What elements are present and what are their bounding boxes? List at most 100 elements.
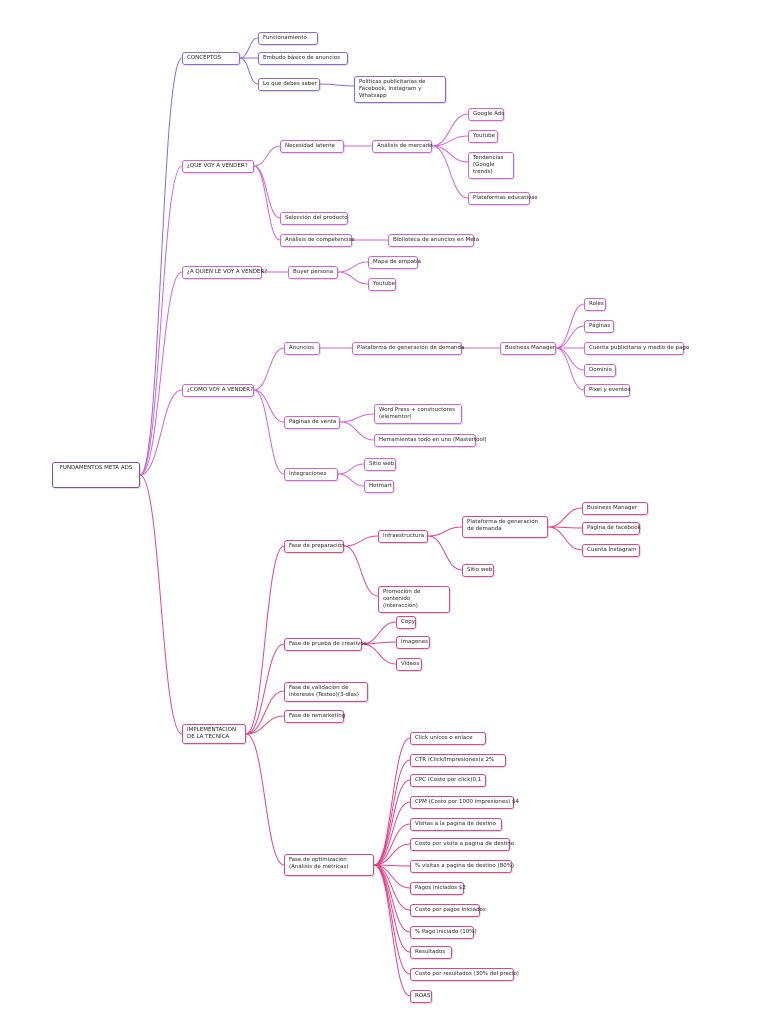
link-root-implementacion (139, 474, 183, 735)
node-m12[interactable]: Costo por resultados (30% del precio) (410, 968, 519, 981)
link-root-conceptos (139, 57, 183, 476)
node-m5[interactable]: Visitas a la pagina de destino (410, 818, 502, 831)
link-root-a_quien (139, 271, 183, 476)
node-anuncios[interactable]: Anuncios (284, 342, 320, 355)
link-que_vender-seleccion (253, 165, 281, 219)
node-pagina-fb[interactable]: Página de facebook (582, 522, 641, 535)
link-fase_prep-infraestructura (343, 535, 379, 547)
node-sitio-web2[interactable]: Sitio web (462, 564, 494, 577)
node-a-quien[interactable]: ¿A QUIEN LE VOY A VENDER? (182, 266, 267, 279)
node-youtube1[interactable]: Youtube (468, 130, 498, 143)
node-m2[interactable]: CTR (Click/Impresiones)x 2% (410, 754, 506, 767)
node-mapa-empatia[interactable]: Mapa de empatía (368, 256, 421, 269)
node-funcionamiento[interactable]: Funcionamiento (258, 32, 318, 45)
node-embudo[interactable]: Embudo básico de anuncios (258, 52, 348, 65)
link-buyer-youtube2 (337, 271, 369, 285)
node-integraciones[interactable]: Integraciones (284, 468, 338, 481)
node-debes-saber[interactable]: Lo que debes saber (258, 78, 320, 91)
node-m3[interactable]: CPC (Costo por click)0,1 (410, 774, 486, 787)
link-que_vender-competencias (253, 165, 281, 241)
node-hotmart[interactable]: Hotmart (364, 480, 394, 493)
link-root-que_vender (139, 165, 183, 476)
node-biblioteca[interactable]: Biblioteca de anuncios en Meta (388, 234, 479, 247)
node-business-mgr2[interactable]: Business Manager (582, 502, 648, 515)
node-implementacion[interactable]: IMPLEMENTACION DE LA TECNICA (182, 724, 246, 744)
node-como-vender[interactable]: ¿COMO VOY A VENDER? (182, 384, 254, 397)
node-copy[interactable]: Copy (396, 616, 416, 629)
link-que_vender-necesidad (253, 145, 281, 167)
node-roles[interactable]: Roles (584, 298, 606, 311)
node-dominio[interactable]: Dominio (584, 364, 616, 377)
node-google-ads[interactable]: Google Ads (468, 108, 504, 121)
node-fase-remarketing[interactable]: Fase de remarketing (284, 710, 345, 723)
node-paginas[interactable]: Páginas (584, 320, 614, 333)
node-m7[interactable]: % visitas a pagina de destino (80%) (410, 860, 514, 873)
node-sitio-web1[interactable]: Sitio web (364, 458, 396, 471)
node-competencias[interactable]: Análisis de competencias (280, 234, 355, 247)
node-pixel[interactable]: Pixel y eventos (584, 384, 630, 397)
node-m1[interactable]: Click unicos o enlace (410, 732, 486, 745)
link-implementacion-fase_remarketing (245, 715, 285, 735)
link-implementacion-fase_validacion (245, 690, 285, 735)
link-infraestructura-sitio_web2 (427, 535, 463, 571)
node-fase-prueba[interactable]: Fase de prueba de creativos (284, 638, 367, 651)
link-implementacion-fase_optimizacion (245, 733, 285, 866)
node-youtube2[interactable]: Youtube (368, 278, 396, 291)
node-conceptos[interactable]: CONCEPTOS (182, 52, 240, 65)
node-herramientas[interactable]: Herramientas todo en uno (Mastertool) (374, 434, 487, 447)
node-m9[interactable]: Costo por pagos iniciados (410, 904, 486, 917)
link-fase_optimizacion-m13 (373, 864, 411, 997)
node-m13[interactable]: ROAS (410, 990, 432, 1003)
node-fase-optimizacion[interactable]: Fase de optimización (Análisis de métric… (284, 854, 374, 876)
node-seleccion[interactable]: Selección del producto (280, 212, 348, 225)
node-plataforma-gen2[interactable]: Plataforma de generación de demanda (462, 516, 548, 538)
link-business_mgr-roles (555, 303, 585, 349)
node-root[interactable]: FUNDAMENTOS META ADS (52, 462, 140, 488)
node-que-vender[interactable]: ¿QUE VOY A VENDER? (182, 160, 254, 173)
node-analisis-mercado[interactable]: Análisis de mercado (372, 140, 432, 153)
link-buyer-mapa_empatia (337, 261, 369, 273)
node-videos[interactable]: Videos (396, 658, 422, 671)
link-root-como_vender (139, 389, 183, 476)
node-m8[interactable]: Pagos iniciados $2 (410, 882, 466, 895)
node-m4[interactable]: CPM (Costo por 1000 impresiones) $4 (410, 796, 519, 809)
link-fase_prueba-videos (361, 643, 397, 665)
node-m6[interactable]: Costo por visita a pagina de destino (410, 838, 514, 851)
link-como_vender-anuncios (253, 347, 285, 391)
node-politicas[interactable]: Políticas publicitarias de Facebook, Ins… (354, 76, 446, 103)
node-plataforma-gen[interactable]: Plataforma de generación de demanda (352, 342, 464, 355)
link-implementacion-fase_prep (245, 545, 285, 735)
node-promocion[interactable]: Promoción de contenido (interacción) (378, 586, 450, 613)
node-fase-prep[interactable]: Fase de preparación (284, 540, 345, 553)
link-paginas_venta-wordpress (339, 413, 375, 423)
node-imagenes[interactable]: Imagenes (396, 636, 430, 649)
node-infraestructura[interactable]: Infraestructura (378, 530, 428, 543)
link-fase_prueba-copy (361, 621, 397, 645)
link-fase_prep-promocion (343, 545, 379, 597)
node-paginas-venta[interactable]: Páginas de venta (284, 416, 340, 429)
link-analisis_mercado-youtube1 (431, 135, 469, 147)
link-fase_optimizacion-m5 (373, 823, 411, 866)
link-implementacion-fase_prueba (245, 643, 285, 735)
link-conceptos-debes_saber (239, 57, 259, 85)
link-fase_optimizacion-m1 (373, 737, 411, 866)
link-analisis_mercado-google_ads (431, 113, 469, 147)
node-business-mgr[interactable]: Business Manager (500, 342, 556, 355)
node-plataformas-edu[interactable]: Plataformas educativas (468, 192, 537, 205)
node-m10[interactable]: % Pago iniciado (10%) (410, 926, 477, 939)
link-infraestructura-plataforma_gen2 (427, 526, 463, 537)
node-necesidad[interactable]: Necesidad latente (280, 140, 344, 153)
node-fase-validacion[interactable]: Fase de validación de intereses (Testeo)… (284, 682, 368, 702)
node-cuenta-ig[interactable]: Cuenta Instagram (582, 544, 640, 557)
node-cuenta-pub[interactable]: Cuenta publicitaria y medio de pago (584, 342, 689, 355)
node-m11[interactable]: Resultados (410, 946, 452, 959)
link-como_vender-paginas_venta (253, 389, 285, 423)
node-buyer[interactable]: Buyer persona (288, 266, 338, 279)
link-fase_optimizacion-m2 (373, 759, 411, 866)
node-tendencias[interactable]: Tendencias (Google trends) (468, 152, 514, 179)
link-paginas_venta-herramientas (339, 421, 375, 441)
link-analisis_mercado-plataformas_edu (431, 145, 469, 199)
node-wordpress[interactable]: Word Press + constructores (elementor) (374, 404, 462, 424)
link-conceptos-funcionamiento (239, 37, 259, 59)
